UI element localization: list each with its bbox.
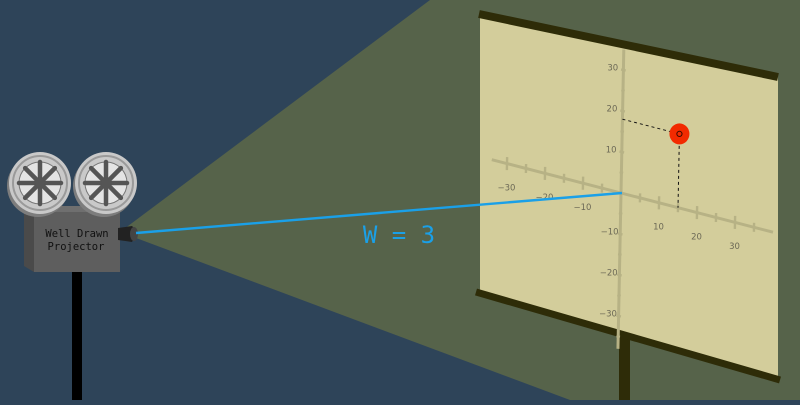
x-tick-label: 10: [653, 222, 664, 232]
x-tick-label: −30: [498, 183, 516, 193]
y-tick-label: 20: [607, 104, 618, 114]
y-tick: [620, 110, 625, 111]
y-tick-label: −10: [601, 227, 619, 237]
projector-label-line1: Well Drawn: [45, 228, 108, 240]
y-tick: [621, 69, 626, 70]
x-tick-label: 30: [729, 242, 740, 252]
projector-stand-pole: [72, 268, 82, 400]
projector-label-line2: Projector: [48, 241, 105, 253]
film-reel-right-icon: [73, 152, 137, 217]
y-tick: [619, 213, 622, 214]
x-tick-label: 20: [691, 232, 702, 242]
y-tick: [620, 151, 625, 152]
data-points: [669, 123, 689, 144]
y-tick: [620, 131, 623, 132]
data-point: [669, 123, 689, 144]
y-tick: [616, 315, 621, 316]
y-tick-label: −20: [600, 268, 618, 278]
screen-stand-pole: [619, 330, 630, 400]
x-tick-label: −10: [574, 203, 592, 213]
y-tick-label: 30: [607, 63, 618, 73]
y-tick: [617, 295, 620, 296]
y-tick: [621, 90, 624, 91]
y-tick: [620, 172, 623, 173]
y-tick: [618, 254, 621, 255]
y-tick-label: 10: [606, 145, 617, 155]
w-annotation: W = 3: [363, 221, 435, 249]
y-tick: [618, 233, 623, 234]
y-tick: [617, 274, 622, 275]
y-tick: [616, 336, 619, 337]
y-tick-label: −30: [599, 309, 617, 319]
